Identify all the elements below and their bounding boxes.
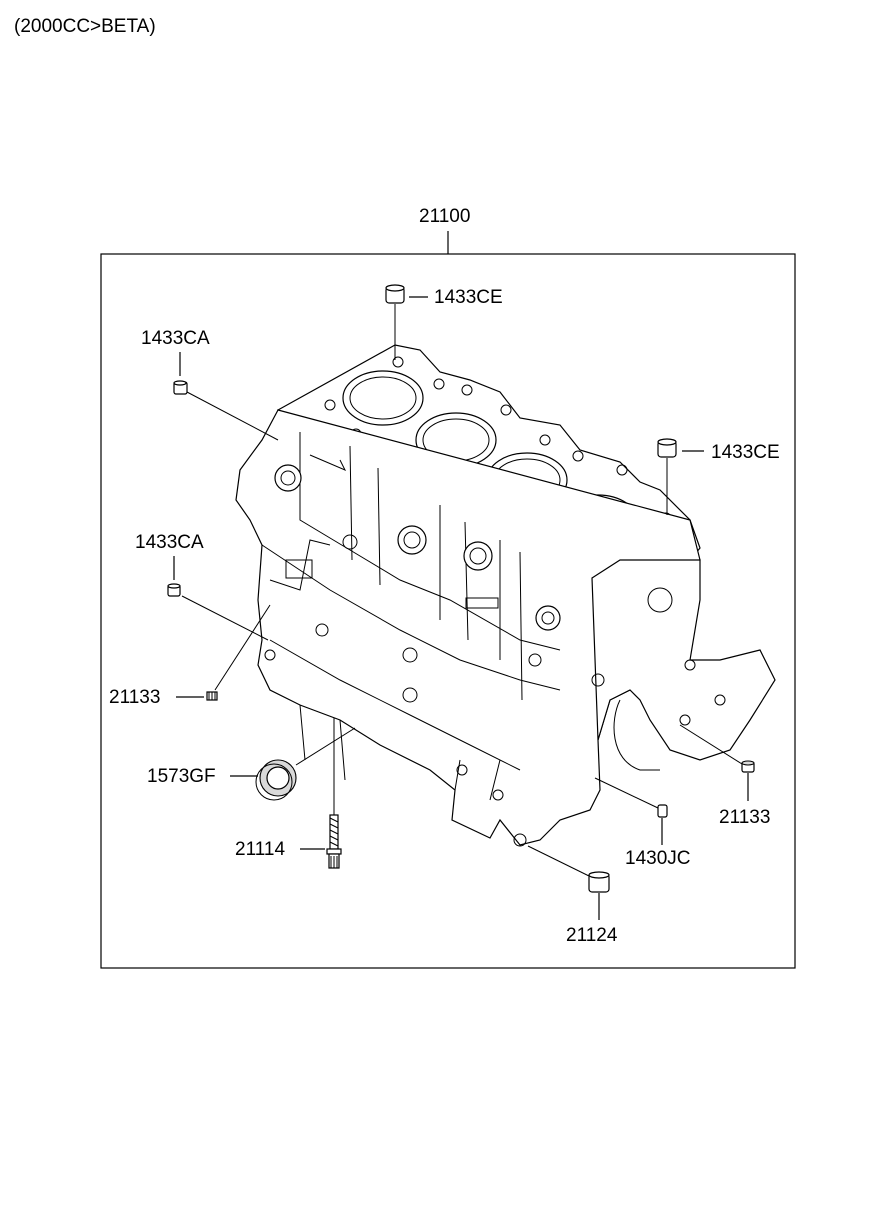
plug-left: [206, 691, 218, 701]
label-pin-mid-left: 1433CA: [135, 532, 204, 553]
label-plug-right: 21133: [719, 807, 771, 828]
cylinder-bore-1: [342, 370, 424, 426]
label-bolt: 21114: [235, 839, 286, 860]
oil-seal: [255, 759, 297, 801]
label-dowel-right: 1433CE: [711, 442, 780, 463]
pin-upper-left: [173, 380, 188, 395]
label-bushing: 21124: [566, 925, 618, 946]
dowel-sleeve-right: [657, 438, 677, 458]
pin-mid-left: [167, 583, 181, 597]
bearing-cap-bolt: [326, 814, 342, 869]
plug-right: [741, 760, 755, 773]
pin-right: [657, 804, 668, 818]
label-plug-left: 21133: [109, 687, 161, 708]
bushing: [588, 871, 610, 893]
dowel-sleeve-top: [385, 284, 405, 304]
diagram-title: (2000CC>BETA): [14, 16, 156, 37]
label-dowel-top: 1433CE: [434, 287, 503, 308]
label-pin-right: 1430JC: [625, 848, 691, 869]
label-pin-upper-left: 1433CA: [141, 328, 210, 349]
label-seal: 1573GF: [147, 766, 216, 787]
cylinder-block: [235, 344, 776, 847]
label-assembly: 21100: [419, 206, 471, 227]
